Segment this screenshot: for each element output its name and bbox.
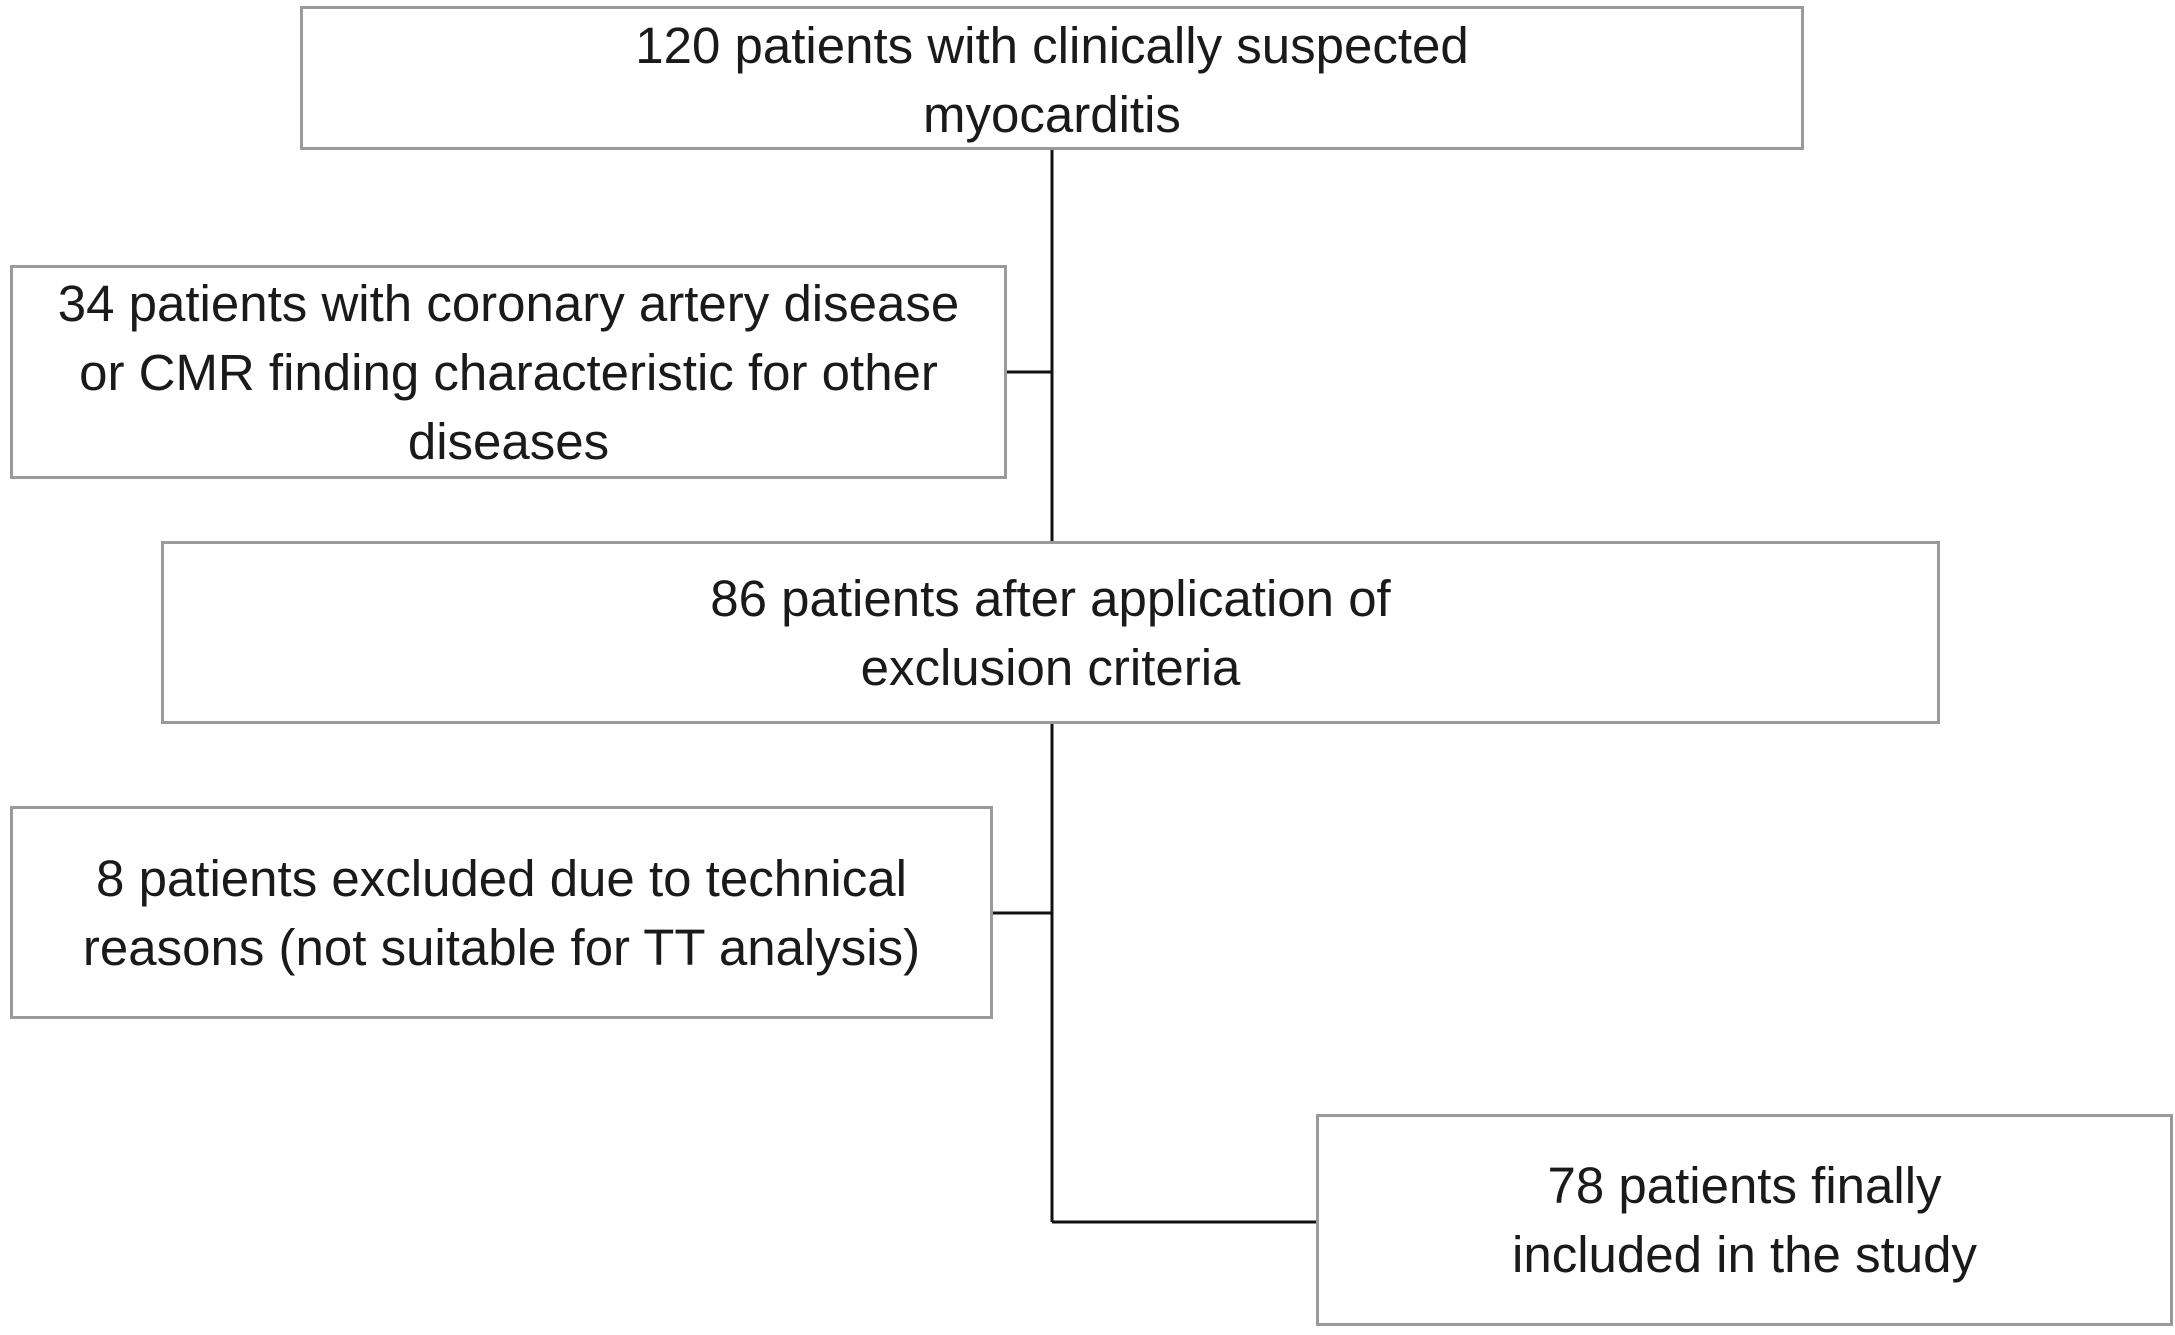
box-initial-cohort-text: 120 patients with clinically suspected m… <box>635 17 1469 143</box>
box-after-exclusion: 86 patients after application of exclusi… <box>161 541 1940 724</box>
box-after-exclusion-text: 86 patients after application of exclusi… <box>710 569 1391 696</box>
box-exclusion-technical-text: 8 patients excluded due to technical rea… <box>82 849 921 976</box>
box-exclusion-cad: 34 patients with coronary artery disease… <box>10 265 1007 479</box>
box-initial-cohort: 120 patients with clinically suspected m… <box>300 6 1804 150</box>
box-exclusion-technical: 8 patients excluded due to technical rea… <box>10 806 993 1019</box>
box-final-cohort-text: 78 patients finally included in the stud… <box>1512 1157 1977 1283</box>
box-final-cohort: 78 patients finally included in the stud… <box>1316 1114 2173 1326</box>
box-exclusion-cad-text: 34 patients with coronary artery disease… <box>57 274 960 470</box>
